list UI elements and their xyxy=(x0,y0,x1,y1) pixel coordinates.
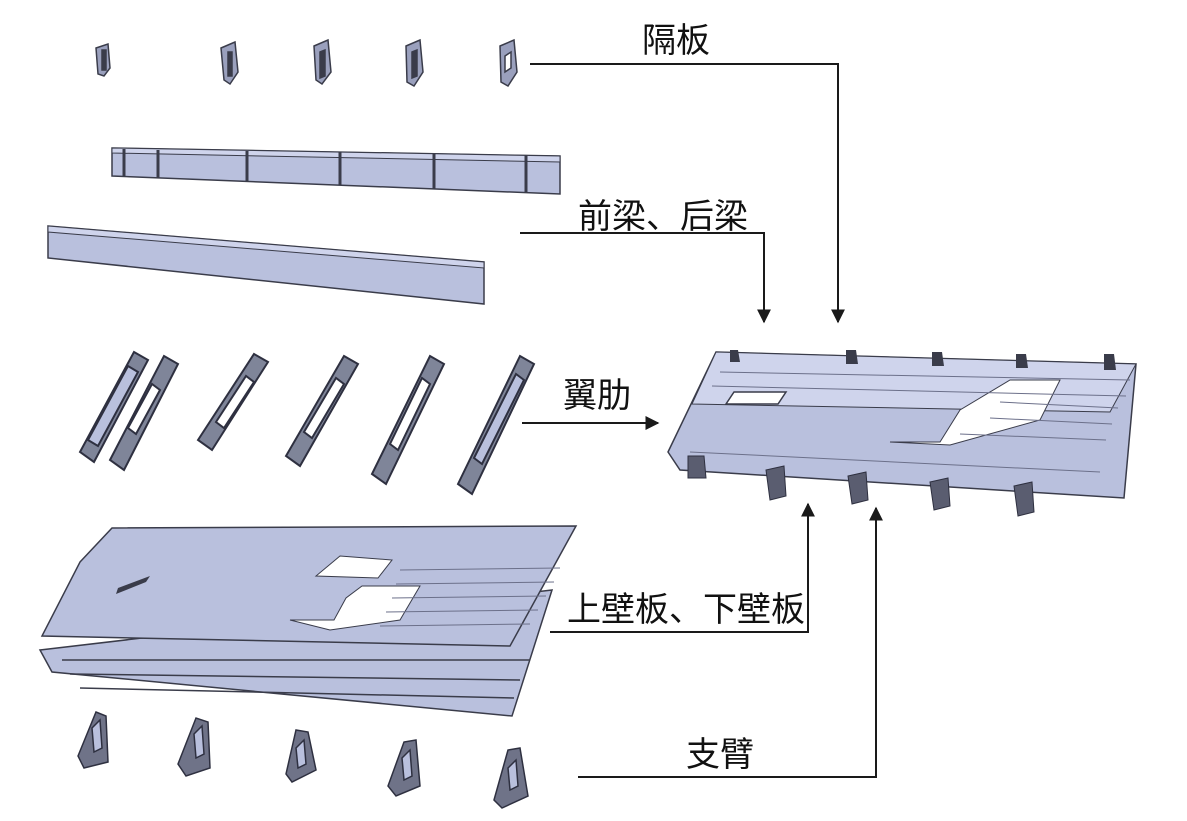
diaphragm-part xyxy=(220,40,239,86)
support-arm xyxy=(493,747,529,809)
wing-rib xyxy=(284,354,360,468)
arrow-panels xyxy=(550,502,815,633)
wing-ribs xyxy=(78,350,536,496)
support-arms-label: 支臂 xyxy=(686,735,754,775)
arrow-diaphragm xyxy=(530,63,845,324)
support-arm xyxy=(285,729,317,783)
arrow-support-arms xyxy=(578,506,883,778)
connectors xyxy=(520,63,883,778)
diaphragm-label: 隔板 xyxy=(642,21,710,61)
spars-label: 前梁、后梁 xyxy=(578,197,748,237)
support-arms xyxy=(77,711,529,809)
diaphragm-part xyxy=(95,42,111,77)
wing-rib xyxy=(196,352,270,452)
support-arm xyxy=(77,711,109,769)
diaphragm-part xyxy=(313,38,332,86)
rear-spar xyxy=(47,225,485,305)
panels-label: 上壁板、下壁板 xyxy=(567,590,805,630)
upper-panel xyxy=(40,525,578,647)
arrow-spars xyxy=(520,232,771,324)
front-spar xyxy=(111,147,561,195)
wing-rib xyxy=(78,350,150,464)
diaphragm-part xyxy=(405,38,424,88)
support-arm xyxy=(387,739,421,797)
support-arm xyxy=(177,717,211,777)
assembled-wing-box xyxy=(667,350,1137,517)
ribs-label: 翼肋 xyxy=(563,376,631,416)
diaphragm-part xyxy=(499,38,518,88)
wing-rib xyxy=(456,354,536,496)
wing-rib xyxy=(108,354,180,472)
diaphragm-parts xyxy=(95,38,518,88)
wing-rib xyxy=(370,354,446,486)
